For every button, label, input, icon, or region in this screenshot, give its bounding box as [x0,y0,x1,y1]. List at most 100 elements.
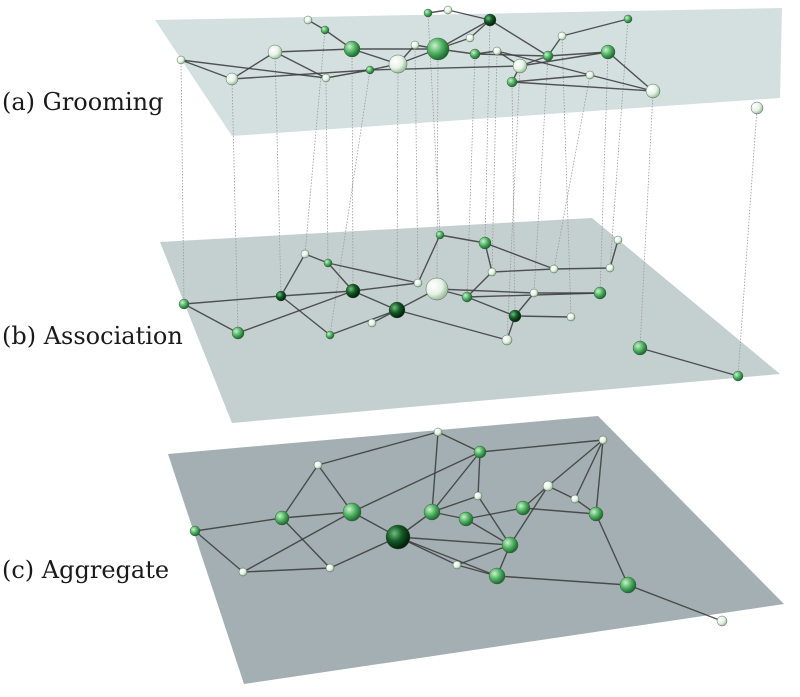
grooming-edge [561,18,629,37]
aggregate-node [570,494,580,504]
grooming-node [410,40,420,50]
aggregate-edge [397,536,498,577]
association-node [487,267,497,277]
aggregate-node [473,491,483,501]
aggregate-edge [242,567,331,573]
association-edge [352,282,419,292]
aggregate-node [598,435,608,445]
aggregate-edge [281,464,319,519]
grooming-node [426,37,450,61]
plane-grooming [155,8,782,136]
grooming-node [585,70,595,80]
grooming-node [512,58,528,74]
association-node [425,277,449,301]
aggregate-node [458,511,474,527]
aggregate-node [501,536,519,554]
grooming-node [557,31,567,41]
layer-planes [155,8,784,684]
layer-label-aggregate: (c) Aggregate [2,556,170,584]
aggregate-edge [329,536,399,569]
grooming-node [423,8,433,18]
grooming-node [506,76,518,88]
association-node [566,312,576,322]
interlayer-connector [325,77,329,264]
aggregate-edge [317,431,439,466]
aggregate-node [588,506,604,522]
interlayer-connector [304,29,326,255]
interlayer-connector [599,51,609,294]
aggregate-node [619,576,637,594]
interlayer-connector [609,18,629,269]
grooming-edge [519,51,609,67]
aggregate-edge [574,439,604,500]
aggregate-edge [509,485,549,546]
aggregate-node [313,460,323,470]
plane-association [160,218,780,423]
aggregate-edge [431,431,439,513]
aggregate-node [716,615,728,627]
interlayer-connector [639,90,654,349]
association-edge [396,309,508,341]
association-edge [609,239,619,269]
aggregate-edge [194,530,244,573]
grooming-edge [180,59,327,79]
grooming-node [750,101,764,115]
aggregate-edge [242,511,353,573]
grooming-edge [511,81,654,92]
aggregate-edge [627,584,723,622]
grooming-node [365,65,375,75]
aggregate-node [515,500,531,516]
aggregate-edge [431,451,481,513]
association-edge [183,295,282,305]
association-node [613,235,623,245]
aggregate-edge [281,517,331,569]
aggregate-edge [477,451,481,497]
grooming-edge [589,74,654,92]
aggregate-node [238,567,248,577]
association-edge [280,295,331,336]
association-edge [484,242,555,270]
grooming-node [176,55,186,65]
grooming-edge [489,19,549,57]
grooming-node [600,44,616,60]
interlayer-connector [491,50,498,273]
interlayer-connector [414,44,419,284]
grooming-node [542,50,554,62]
association-node [632,340,648,356]
interlayer-connector [396,63,399,311]
aggregate-edge [465,507,524,520]
association-edge [183,303,239,334]
association-edge [514,315,572,318]
association-node [323,258,333,268]
network-nodes [176,5,764,627]
aggregate-edge [522,507,597,515]
aggregate-edge [465,518,511,546]
association-edge [280,290,354,297]
grooming-edge [325,69,371,79]
association-edge [417,234,441,284]
grooming-node [320,25,330,35]
grooming-node [645,83,661,99]
interlayer-connector [484,19,491,244]
interlayer-connector [561,35,572,318]
association-node [501,334,513,346]
aggregate-edge [397,536,511,546]
grooming-edge [511,74,591,83]
association-edge [466,271,493,298]
interlayer-connector [533,55,549,294]
aggregate-node [325,563,335,573]
association-edge [491,268,555,273]
aggregate-node [274,510,290,526]
association-node [325,330,335,340]
aggregate-edge [456,544,511,566]
layer-label-association: (b) Association [2,322,183,350]
association-node [300,249,310,259]
association-node [605,263,615,273]
interlayer-connector [737,107,758,377]
association-node [231,326,245,340]
plane-aggregate [168,416,784,684]
grooming-edge [274,48,353,53]
grooming-node [343,40,361,58]
association-node [593,286,607,300]
aggregate-edge [317,464,353,513]
